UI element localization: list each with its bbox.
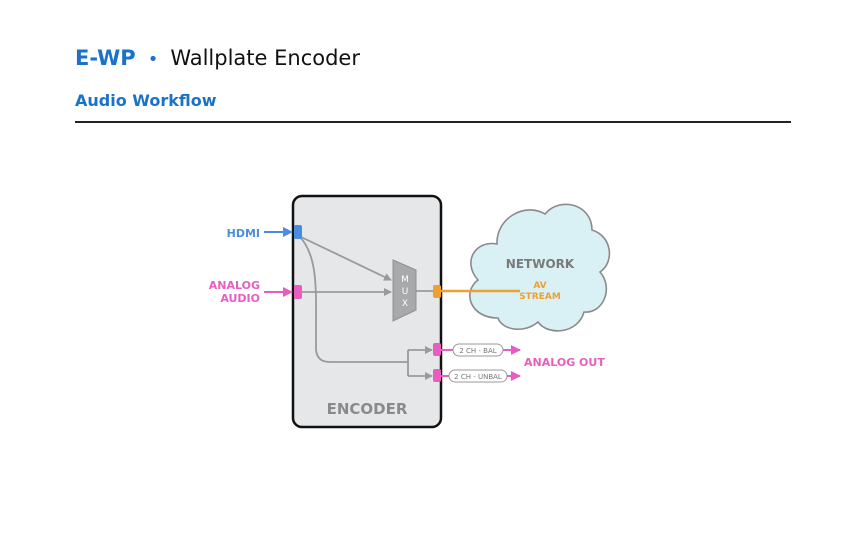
title-separator: • [147,49,159,70]
encoder-label: ENCODER [327,400,408,418]
header-divider [75,121,791,123]
hdmi-to-outputs-line [298,235,408,363]
stream-port [433,285,441,298]
mux-block [392,259,417,322]
bal-output-pill [452,343,504,357]
network-label: NETWORK [506,257,575,271]
bal-output-port [433,343,441,356]
av-stream-label-line1: AV [533,281,546,291]
network-cloud [469,203,611,332]
product-name: Wallplate Encoder [170,46,360,70]
hdmi-to-mux-line [298,235,392,281]
analog-port [294,285,302,299]
page-header: E-WP • Wallplate Encoder [75,46,360,70]
mux-letter-m: M [401,275,409,285]
mux-letter-x: X [402,299,408,309]
encoder-box [291,194,443,429]
product-code: E-WP [75,46,136,70]
hdmi-port [294,225,302,239]
analog-out-label: ANALOG OUT [524,356,605,369]
section-title: Audio Workflow [75,91,217,110]
analog-input-label-line2: AUDIO [220,292,260,305]
title-row: E-WP • Wallplate Encoder [75,46,360,70]
analog-input-label-line1: ANALOG [209,279,260,292]
hdmi-input-label: HDMI [227,227,260,240]
unbal-output-pill [448,369,508,383]
unbal-output-port [433,369,441,382]
unbal-output-label: 2 CH - UNBAL [454,373,502,381]
av-stream-label-line2: STREAM [519,292,561,302]
bal-output-label: 2 CH - BAL [459,347,496,355]
mux-letter-u: U [402,287,409,297]
